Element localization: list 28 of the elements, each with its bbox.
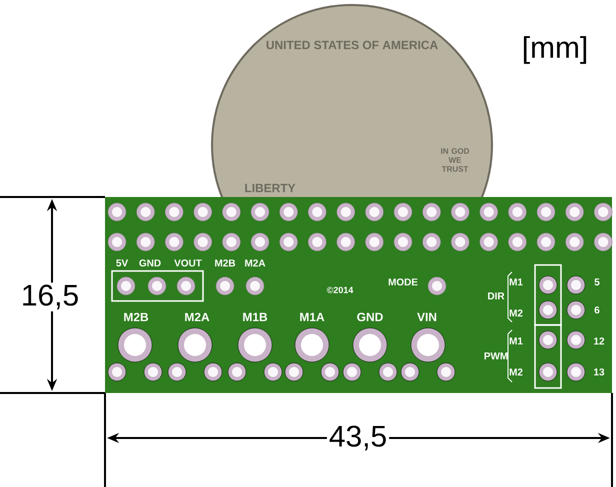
coin-inscription: UNITED STATES OF AMERICA bbox=[266, 40, 438, 50]
silkscreen-label: VIN bbox=[417, 312, 436, 322]
dimension-label: [mm] bbox=[520, 34, 590, 66]
silkscreen-label: 6 bbox=[594, 306, 600, 314]
silkscreen-label: M2B bbox=[215, 260, 236, 266]
silkscreen-label: MODE bbox=[388, 278, 418, 286]
silkscreen-label: M1B bbox=[243, 312, 268, 322]
silkscreen-label: M2 bbox=[510, 310, 523, 316]
silkscreen-label: M2 bbox=[510, 368, 523, 376]
silkscreen-label: 12 bbox=[594, 338, 604, 344]
silkscreen-label: 5 bbox=[594, 278, 600, 286]
silkscreen-label: M1 bbox=[510, 278, 523, 286]
silkscreen-label: ©2014 bbox=[326, 286, 354, 294]
silkscreen-label: M1 bbox=[510, 338, 523, 344]
silkscreen-label: M2A bbox=[185, 312, 210, 322]
dimension-label: 43,5 bbox=[326, 424, 390, 452]
silkscreen-label: 13 bbox=[594, 368, 604, 376]
silkscreen-label: M2B bbox=[124, 312, 148, 322]
silkscreen-label: 5V bbox=[116, 260, 128, 266]
coin-inscription: LIBERTY bbox=[245, 184, 296, 192]
silkscreen-label: PWM bbox=[484, 352, 508, 360]
silkscreen-label: VOUT bbox=[174, 259, 202, 267]
silkscreen-label: GND bbox=[357, 312, 383, 322]
silkscreen-label: DIR bbox=[488, 292, 504, 300]
dimension-label: 16,5 bbox=[18, 282, 82, 312]
silkscreen-label: GND bbox=[139, 259, 161, 267]
silkscreen-label: M2A bbox=[245, 260, 266, 266]
silkscreen-label: M1A bbox=[300, 312, 324, 322]
